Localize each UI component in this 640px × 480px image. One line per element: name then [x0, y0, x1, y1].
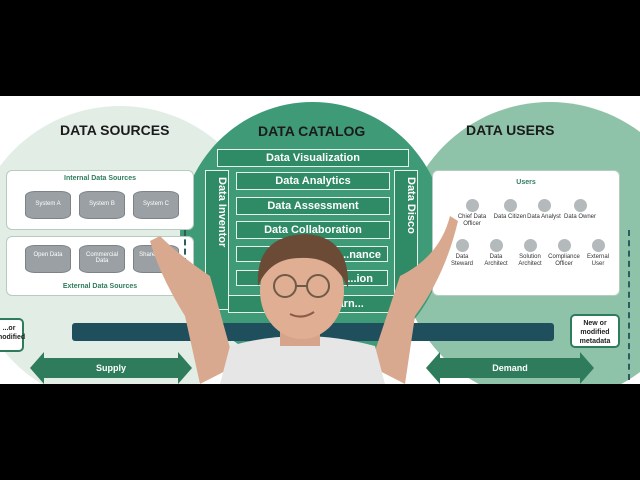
database-icon: Commercial Data [79, 245, 125, 273]
open-data-label: Open Data [33, 252, 63, 258]
user-data-steward: Data Steward [445, 239, 479, 268]
person-icon [523, 239, 537, 252]
data-collaboration-box: Data Collaboration [236, 221, 390, 239]
person-icon [489, 239, 503, 252]
user-data-citizen: Data Citizen [493, 199, 527, 221]
hair [257, 234, 349, 288]
database-icon: System C [133, 191, 179, 219]
internal-sources-title: Internal Data Sources [64, 175, 136, 182]
new-or-modified-metadata-note: New or modified metadata [570, 314, 620, 348]
person-icon [465, 199, 479, 212]
user-solution-architect: Solution Architect [513, 239, 547, 268]
supply-arrow: Supply [30, 352, 192, 384]
commercial-data-label: Commercial Data [85, 252, 118, 264]
user-data-analyst: Data Analyst [527, 199, 561, 221]
data-catalog-heading: DATA CATALOG [258, 123, 366, 139]
face [260, 243, 344, 339]
system-b-label: System B [89, 201, 115, 207]
dashed-connector [628, 230, 630, 380]
right-arm [370, 216, 458, 384]
system-a-label: System A [35, 201, 61, 207]
person-icon [591, 239, 605, 252]
person-icon [455, 239, 469, 252]
database-icon: Open Data [25, 245, 71, 273]
user-compliance-officer: Compliance Officer [547, 239, 581, 268]
data-assessment-box: Data Assessment [236, 197, 390, 215]
person-icon [557, 239, 571, 252]
user-data-owner: Data Owner [563, 199, 597, 221]
data-sources-heading: DATA SOURCES [60, 122, 170, 138]
person-icon [503, 199, 517, 212]
data-users-heading: DATA USERS [466, 122, 555, 138]
shirt [220, 336, 385, 384]
users-panel: Users Chief Data Officer Data Citizen Da… [432, 170, 620, 296]
person-icon [573, 199, 587, 212]
left-metadata-note: ...or modified [0, 318, 25, 352]
person-icon [537, 199, 551, 212]
diagram-frame: DATA SOURCES DATA CATALOG DATA USERS Int… [0, 96, 640, 384]
external-sources-title: External Data Sources [62, 283, 138, 290]
user-external-user: External User [581, 239, 615, 268]
system-c-label: System C [142, 201, 169, 207]
data-analytics-box: Data Analytics [236, 172, 390, 190]
database-icon: System A [25, 191, 71, 219]
data-visualization-box: Data Visualization [217, 149, 409, 167]
person-shrugging-overlay [150, 216, 458, 384]
database-icon: System B [79, 191, 125, 219]
demand-arrow: Demand [426, 352, 594, 384]
users-title: Users [516, 179, 536, 186]
internal-sources-panel: Internal Data Sources System A System B … [6, 170, 194, 230]
user-chief-data-officer: Chief Data Officer [455, 199, 489, 228]
smile [289, 311, 315, 318]
user-data-architect: Data Architect [479, 239, 513, 268]
left-arm [150, 236, 235, 384]
